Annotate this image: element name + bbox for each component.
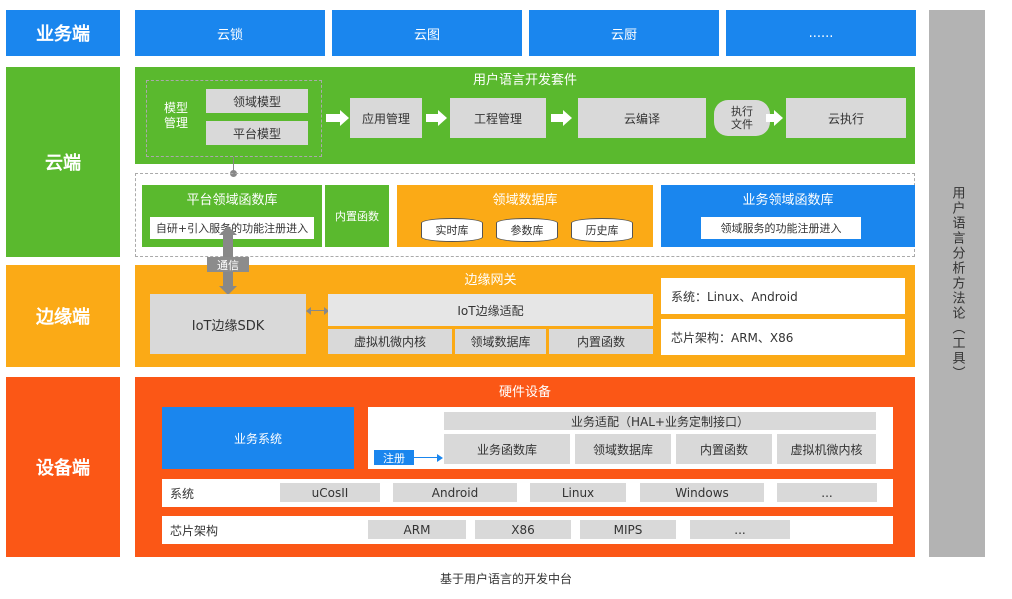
os-android: Android (393, 483, 517, 502)
layer-label-edge: 边缘端 (6, 265, 120, 367)
business-item-yunchu: 云厨 (529, 10, 719, 56)
device-vm-kernel: 虚拟机微内核 (777, 434, 876, 464)
device-domain-db: 领域数据库 (575, 434, 671, 464)
layer-label-device: 设备端 (6, 377, 120, 557)
arrow-to-exec (766, 114, 776, 122)
os-more: ... (777, 483, 877, 502)
model-mgmt-group (146, 80, 322, 157)
arrow-head-project-mgmt (438, 110, 447, 126)
platform-func-lib-title: 平台领域函数库 (186, 192, 278, 208)
platform-model-box: 平台模型 (206, 121, 308, 145)
comm-label: 通信 (207, 257, 249, 272)
edge-vm-kernel: 虚拟机微内核 (328, 329, 452, 354)
side-tool-bar: 用户语言分析方法论（工具） (929, 10, 985, 557)
biz-func-note: 领域服务的功能注册进入 (701, 217, 861, 239)
biz-system-box: 业务系统 (162, 407, 354, 469)
register-arrow-head (437, 454, 443, 462)
db-history-cylinder: 历史库 (571, 218, 633, 242)
cloud-compile-box: 云编译 (578, 98, 706, 138)
os-ucosii: uCosII (280, 483, 380, 502)
comm-arrow-up (219, 226, 237, 235)
diagram-caption: 基于用户语言的开发中台 (439, 571, 572, 586)
comm-arrow-down (219, 286, 237, 295)
sdk-adapter-arrow-right (324, 307, 329, 315)
sdk-adapter-link (311, 310, 325, 311)
devkit-title: 用户语言开发套件 (472, 72, 577, 88)
biz-func-lib-title: 业务领域函数库 (742, 192, 834, 208)
business-item-more: ...... (726, 10, 916, 56)
sdk-adapter-arrow-left (306, 307, 311, 315)
edge-builtin-func: 内置函数 (549, 329, 653, 354)
register-label: 注册 (374, 450, 414, 465)
chip-mips: MIPS (580, 520, 676, 539)
os-linux: Linux (530, 483, 626, 502)
business-item-yunsuo: 云锁 (135, 10, 325, 56)
arrow-head-exec (774, 110, 783, 126)
arrow-to-compile (551, 114, 565, 122)
os-label: 系统 (170, 487, 195, 501)
builtin-func-box: 内置函数 (325, 185, 389, 247)
biz-func-lib: 业务领域函数库 领域服务的功能注册进入 (661, 185, 915, 247)
chip-arm: ARM (368, 520, 466, 539)
layer-label-business: 业务端 (6, 10, 120, 56)
chip-x86: X86 (475, 520, 571, 539)
register-arrow-line (414, 457, 438, 458)
biz-adapter-box: 业务适配（HAL+业务定制接口） (444, 412, 876, 430)
arrow-to-app-mgmt (326, 114, 342, 122)
iot-edge-sdk: IoT边缘SDK (150, 294, 306, 354)
side-tool-label: 用户语言分析方法论（工具） (949, 186, 965, 381)
arrow-to-project-mgmt (426, 114, 440, 122)
db-realtime-cylinder: 实时库 (421, 218, 483, 242)
device-biz-func-lib: 业务函数库 (444, 434, 570, 464)
edge-chip-info: 芯片架构：ARM、X86 (661, 319, 905, 355)
iot-edge-adapter: IoT边缘适配 (328, 294, 653, 326)
edge-system-info: 系统：Linux、Android (661, 278, 905, 314)
cloud-exec-box: 云执行 (786, 98, 906, 138)
domain-model-box: 领域模型 (206, 89, 308, 113)
model-mgmt-label: 模型 管理 (163, 101, 188, 130)
db-param-cylinder: 参数库 (496, 218, 558, 242)
layer-label-cloud: 云端 (6, 67, 120, 257)
project-mgmt-box: 工程管理 (450, 98, 546, 138)
exec-file-badge: 执行 文件 (714, 100, 770, 136)
domain-db-title: 领域数据库 (492, 192, 558, 208)
edge-domain-db: 领域数据库 (455, 329, 546, 354)
business-item-yuntu: 云图 (332, 10, 522, 56)
edge-gateway-title: 边缘网关 (464, 272, 517, 288)
arrow-head-app-mgmt (340, 110, 349, 126)
connector-line (233, 157, 234, 173)
arrow-head-compile (563, 110, 572, 126)
os-windows: Windows (640, 483, 764, 502)
chip-label: 芯片架构 (170, 524, 219, 538)
app-mgmt-box: 应用管理 (350, 98, 422, 138)
chip-more: ... (690, 520, 790, 539)
device-title: 硬件设备 (498, 384, 551, 400)
device-builtin-func: 内置函数 (676, 434, 772, 464)
